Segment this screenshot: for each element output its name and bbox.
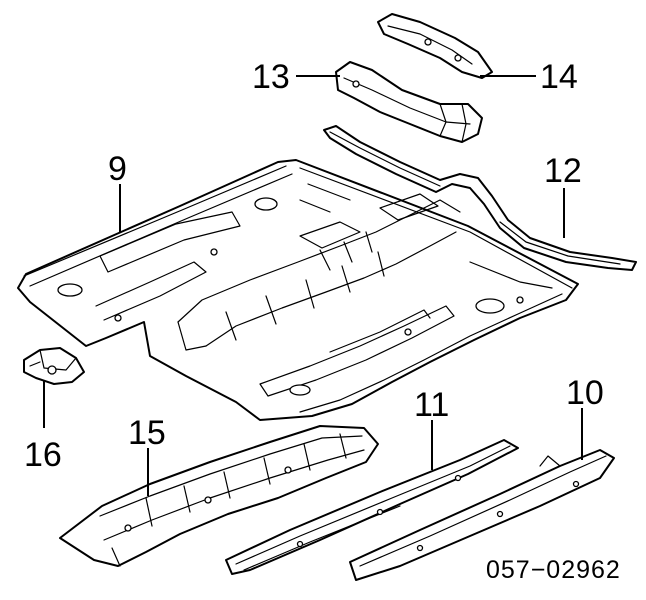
callout-10: 10 [566, 374, 604, 412]
part-13-crossmember [335, 61, 483, 143]
callout-11: 11 [414, 386, 449, 424]
callout-12: 12 [544, 152, 582, 190]
part-16-bracket [23, 347, 85, 385]
part-15-tunnel-reinforcement [59, 425, 379, 567]
part-10-outer-sill [349, 449, 615, 581]
callout-labels: 13 14 9 12 16 15 11 10 057−02962 [24, 58, 621, 584]
part-14-bracket [377, 13, 493, 79]
part-12-rail [323, 125, 637, 271]
callout-14: 14 [540, 58, 578, 96]
callout-13: 13 [252, 58, 290, 96]
callout-15: 15 [128, 414, 166, 452]
callout-9: 9 [108, 150, 127, 188]
callout-16: 16 [24, 436, 62, 474]
part-9-floor-pan [17, 159, 579, 421]
leader-lines [43, 75, 583, 496]
reference-code: 057−02962 [486, 556, 621, 584]
part-11-inner-sill [225, 439, 519, 575]
